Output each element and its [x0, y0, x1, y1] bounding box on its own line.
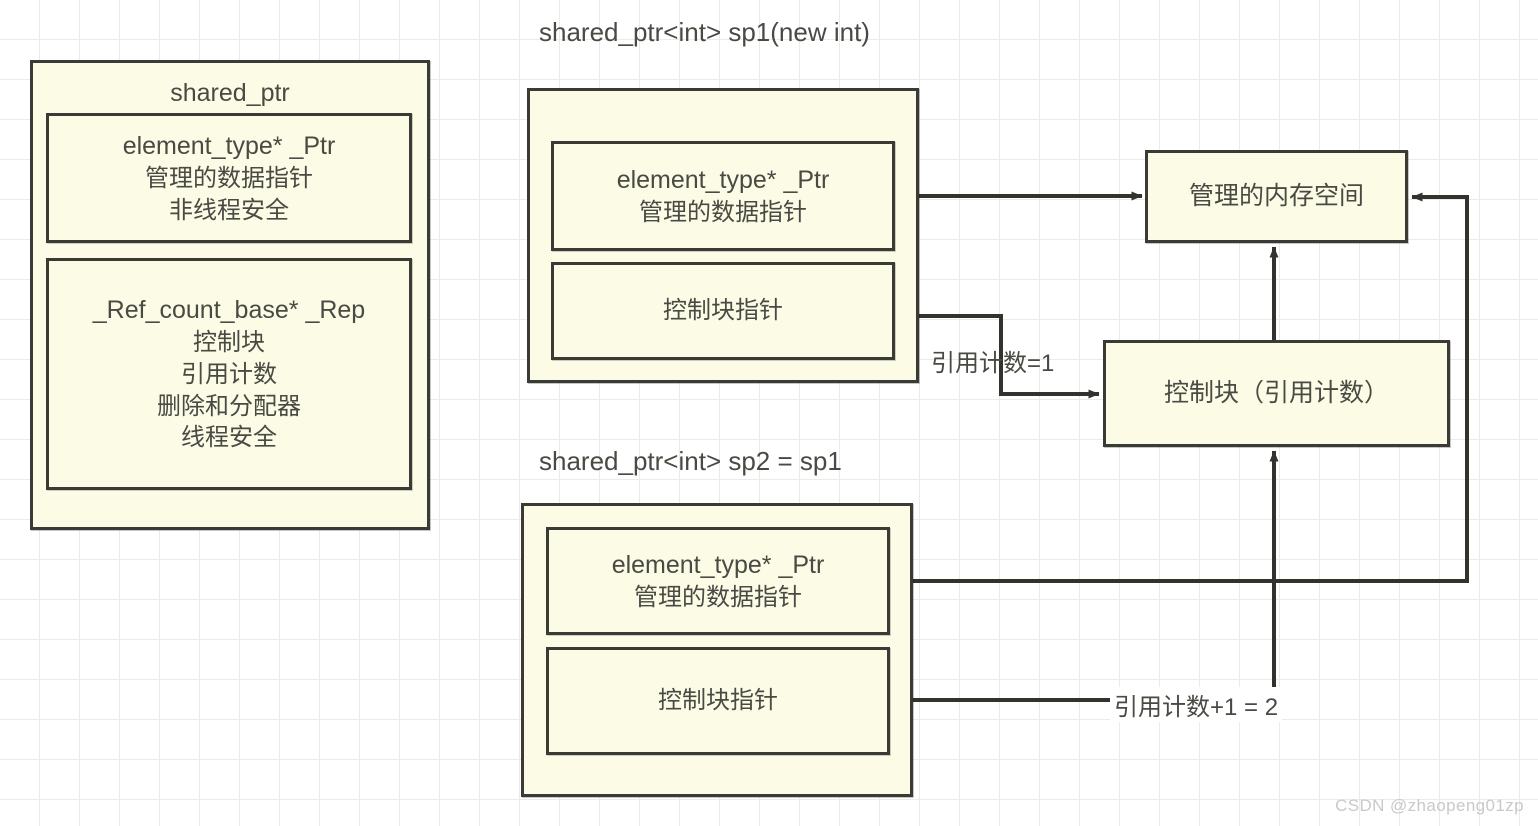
member-ptr-threadsafety: 非线程安全: [169, 196, 289, 224]
control-block-label: 控制块（引用计数）: [1163, 379, 1389, 407]
shared-ptr-struct-title: shared_ptr: [170, 79, 290, 107]
managed-memory-block: 管理的内存空间: [1145, 150, 1408, 243]
sp2-ctrl-field: 控制块指针: [546, 647, 890, 755]
member-rep-threadsafety: 线程安全: [181, 424, 277, 452]
annotation-refcount-2: 引用计数+1 = 2: [1110, 687, 1283, 722]
sp2-ctrl-label: 控制块指针: [658, 687, 778, 715]
sp2-ptr-field: element_type* _Ptr 管理的数据指针: [546, 527, 890, 635]
control-block: 控制块（引用计数）: [1103, 340, 1450, 447]
watermark: CSDN @zhaopeng01zp: [1335, 796, 1524, 815]
sp1-ctrl-field: 控制块指针: [551, 262, 895, 360]
member-rep-type: _Ref_count_base* _Rep: [92, 296, 366, 325]
member-rep-refcount: 引用计数: [181, 360, 277, 388]
managed-memory-label: 管理的内存空间: [1188, 182, 1364, 210]
sp2-ptr-type: element_type* _Ptr: [611, 550, 825, 579]
member-rep-controlblock: 控制块: [193, 329, 265, 357]
sp1-ctrl-label: 控制块指针: [663, 297, 783, 325]
sp1-ptr-desc: 管理的数据指针: [639, 198, 807, 226]
connector-sp2-ctrl-to-controlblock: [890, 450, 1279, 702]
annotation-refcount-1: 引用计数=1: [931, 350, 1055, 377]
shared-ptr-member-ptr: element_type* _Ptr 管理的数据指针 非线程安全: [46, 113, 412, 243]
member-rep-deleter-allocator: 删除和分配器: [157, 392, 301, 420]
sp2-caption: shared_ptr<int> sp2 = sp1: [539, 446, 842, 476]
sp1-ptr-type: element_type* _Ptr: [616, 165, 830, 194]
sp1-ptr-field: element_type* _Ptr 管理的数据指针: [551, 141, 895, 251]
sp1-caption: shared_ptr<int> sp1(new int): [539, 17, 870, 47]
member-ptr-type: element_type* _Ptr: [122, 131, 336, 160]
member-ptr-desc: 管理的数据指针: [145, 164, 313, 192]
sp2-ptr-desc: 管理的数据指针: [634, 583, 802, 611]
shared-ptr-member-rep: _Ref_count_base* _Rep 控制块 引用计数 删除和分配器 线程…: [46, 258, 412, 490]
